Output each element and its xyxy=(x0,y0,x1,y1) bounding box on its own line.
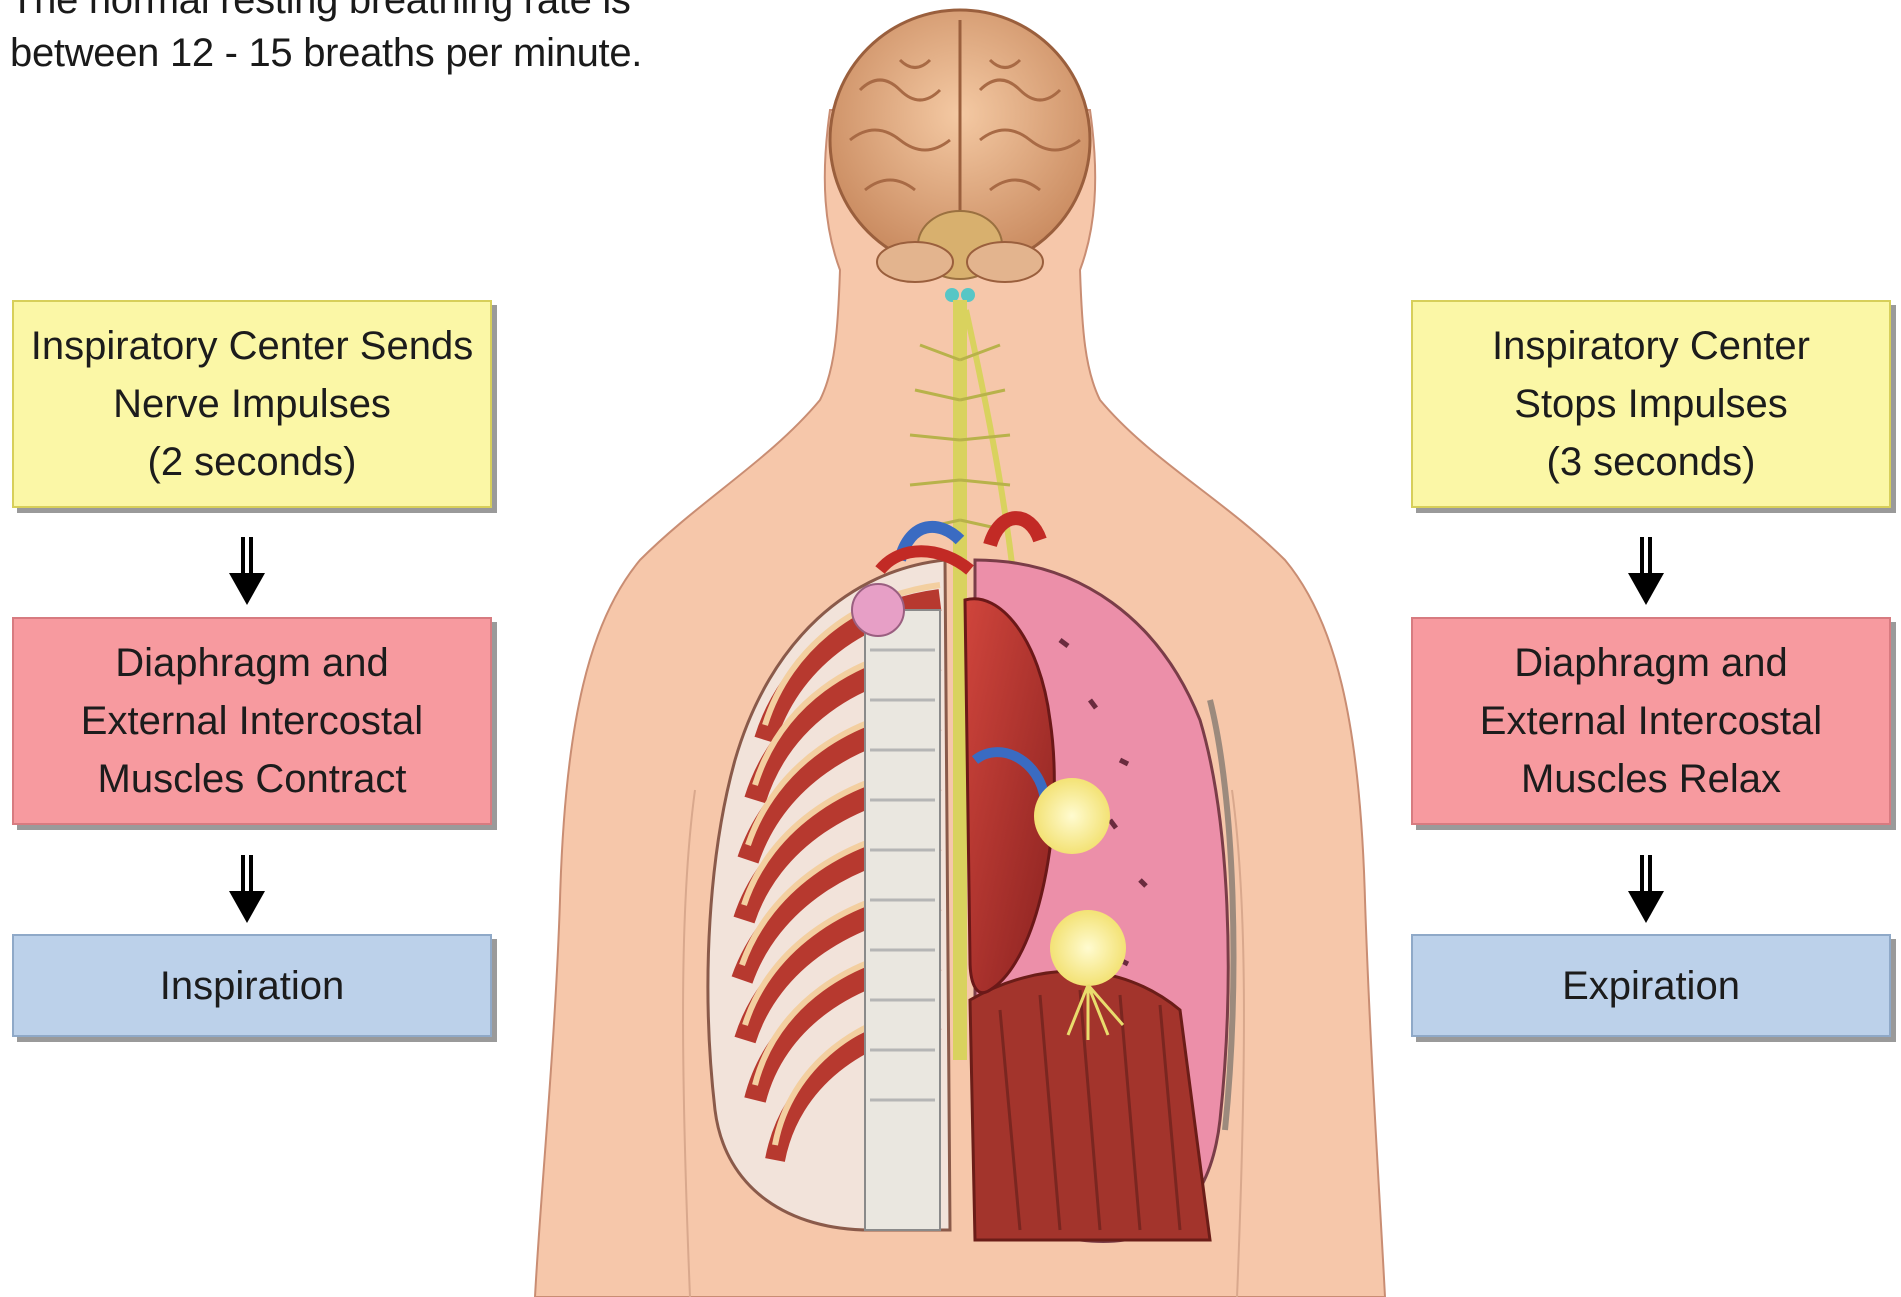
box-line: Expiration xyxy=(1562,957,1740,1015)
human-torso-illustration xyxy=(520,0,1400,1297)
box-line: External Intercostal xyxy=(81,692,423,750)
down-arrow-icon xyxy=(1626,537,1666,607)
down-arrow-icon xyxy=(227,537,267,607)
muscles-contract-box: Diaphragm and External Intercostal Muscl… xyxy=(12,617,492,825)
box-line: Nerve Impulses xyxy=(113,375,391,433)
muscles-relax-box: Diaphragm and External Intercostal Muscl… xyxy=(1411,617,1891,825)
box-line: Stops Impulses xyxy=(1514,375,1787,433)
box-line: External Intercostal xyxy=(1480,692,1822,750)
box-line: Diaphragm and xyxy=(115,634,389,692)
inspiratory-sends-box: Inspiratory Center Sends Nerve Impulses … xyxy=(12,300,492,508)
box-line: Muscles Contract xyxy=(98,750,407,808)
expiration-box: Expiration xyxy=(1411,934,1891,1037)
box-line: Diaphragm and xyxy=(1514,634,1788,692)
diaphragm xyxy=(970,971,1210,1240)
box-line: Muscles Relax xyxy=(1521,750,1781,808)
box-line: (3 seconds) xyxy=(1547,433,1756,491)
box-line: Inspiratory Center Sends xyxy=(31,317,473,375)
box-line: Inspiration xyxy=(160,957,345,1015)
down-arrow-icon xyxy=(1626,855,1666,925)
box-line: Inspiratory Center xyxy=(1492,317,1810,375)
inspiratory-stops-box: Inspiratory Center Stops Impulses (3 sec… xyxy=(1411,300,1891,508)
box-line: (2 seconds) xyxy=(148,433,357,491)
down-arrow-icon xyxy=(227,855,267,925)
inspiration-box: Inspiration xyxy=(12,934,492,1037)
